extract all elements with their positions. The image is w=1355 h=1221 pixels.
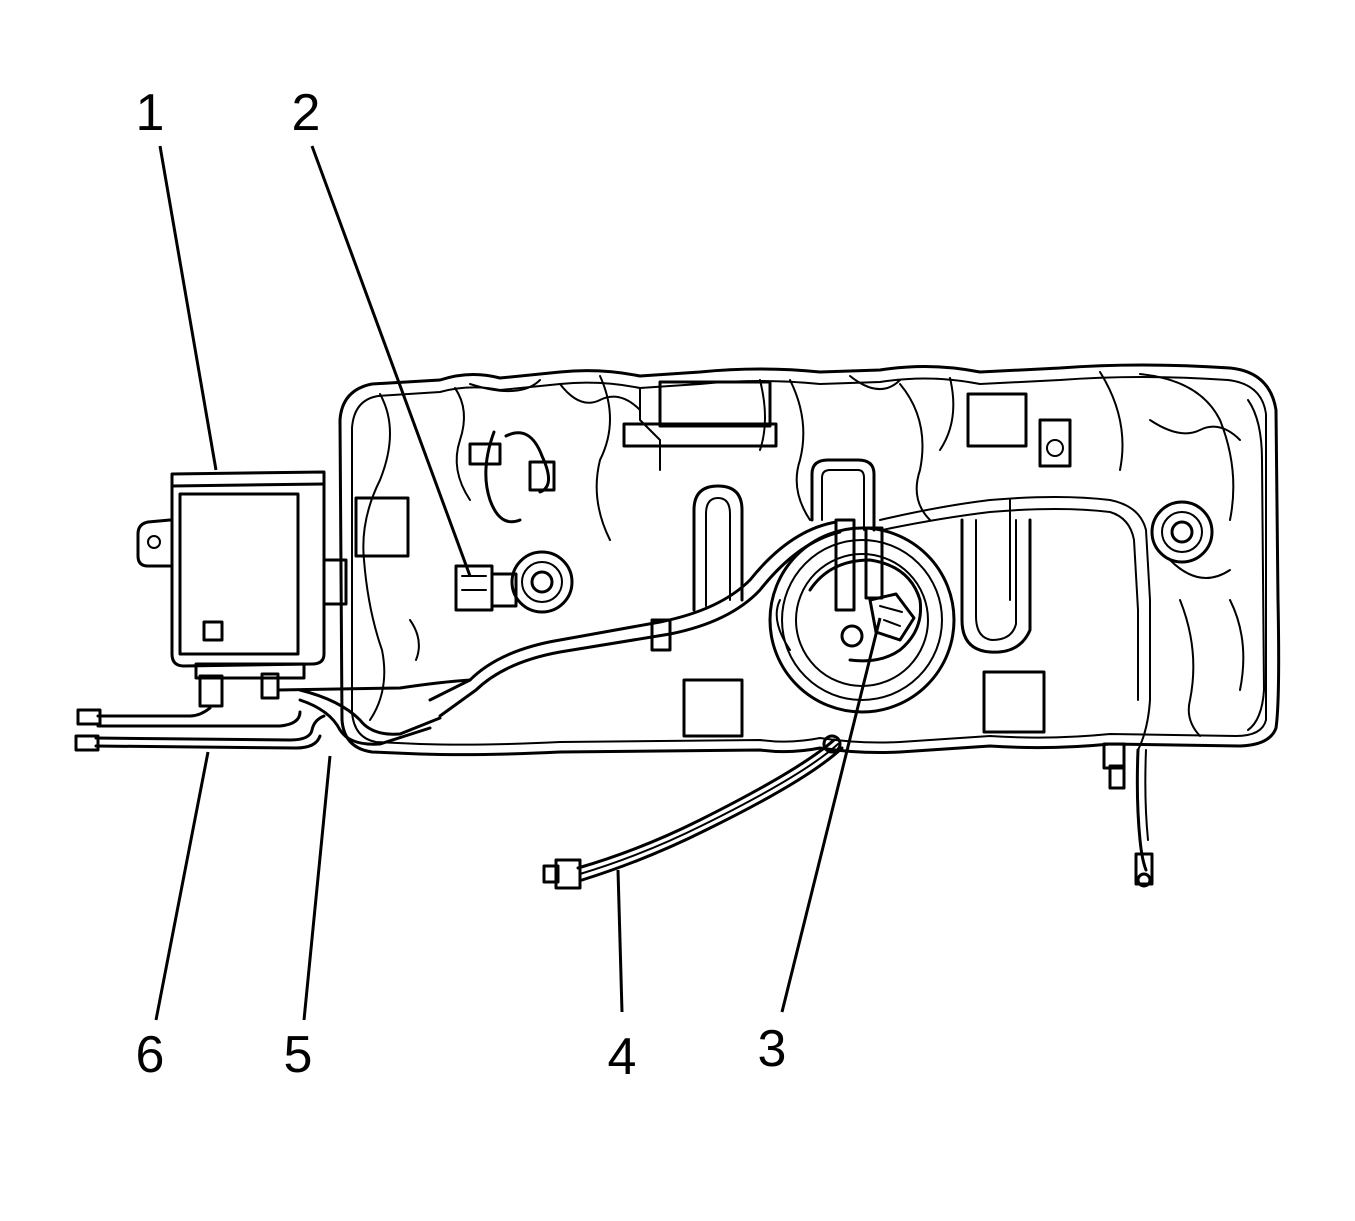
fuel-sender-harness xyxy=(542,734,844,890)
fuel-tank xyxy=(338,363,1281,757)
evap-canister xyxy=(136,470,348,708)
callout-leaders xyxy=(154,145,882,1021)
callout-3: 3 xyxy=(758,1020,787,1078)
leader-3 xyxy=(780,617,882,1013)
callout-6: 6 xyxy=(136,1026,165,1084)
callout-2: 2 xyxy=(292,84,321,142)
leader-4 xyxy=(616,869,624,1013)
callout-4: 4 xyxy=(608,1028,637,1086)
leader-6 xyxy=(154,751,210,1021)
leader-5 xyxy=(302,755,332,1021)
vent-and-vapor-lines xyxy=(74,678,472,752)
leader-2 xyxy=(310,145,472,577)
callout-5: 5 xyxy=(284,1026,313,1084)
leader-1 xyxy=(158,145,218,471)
callout-1: 1 xyxy=(136,84,165,142)
callout-labels: 1 2 3 4 5 6 xyxy=(136,84,787,1086)
right-pigtail-connector xyxy=(1102,742,1154,888)
